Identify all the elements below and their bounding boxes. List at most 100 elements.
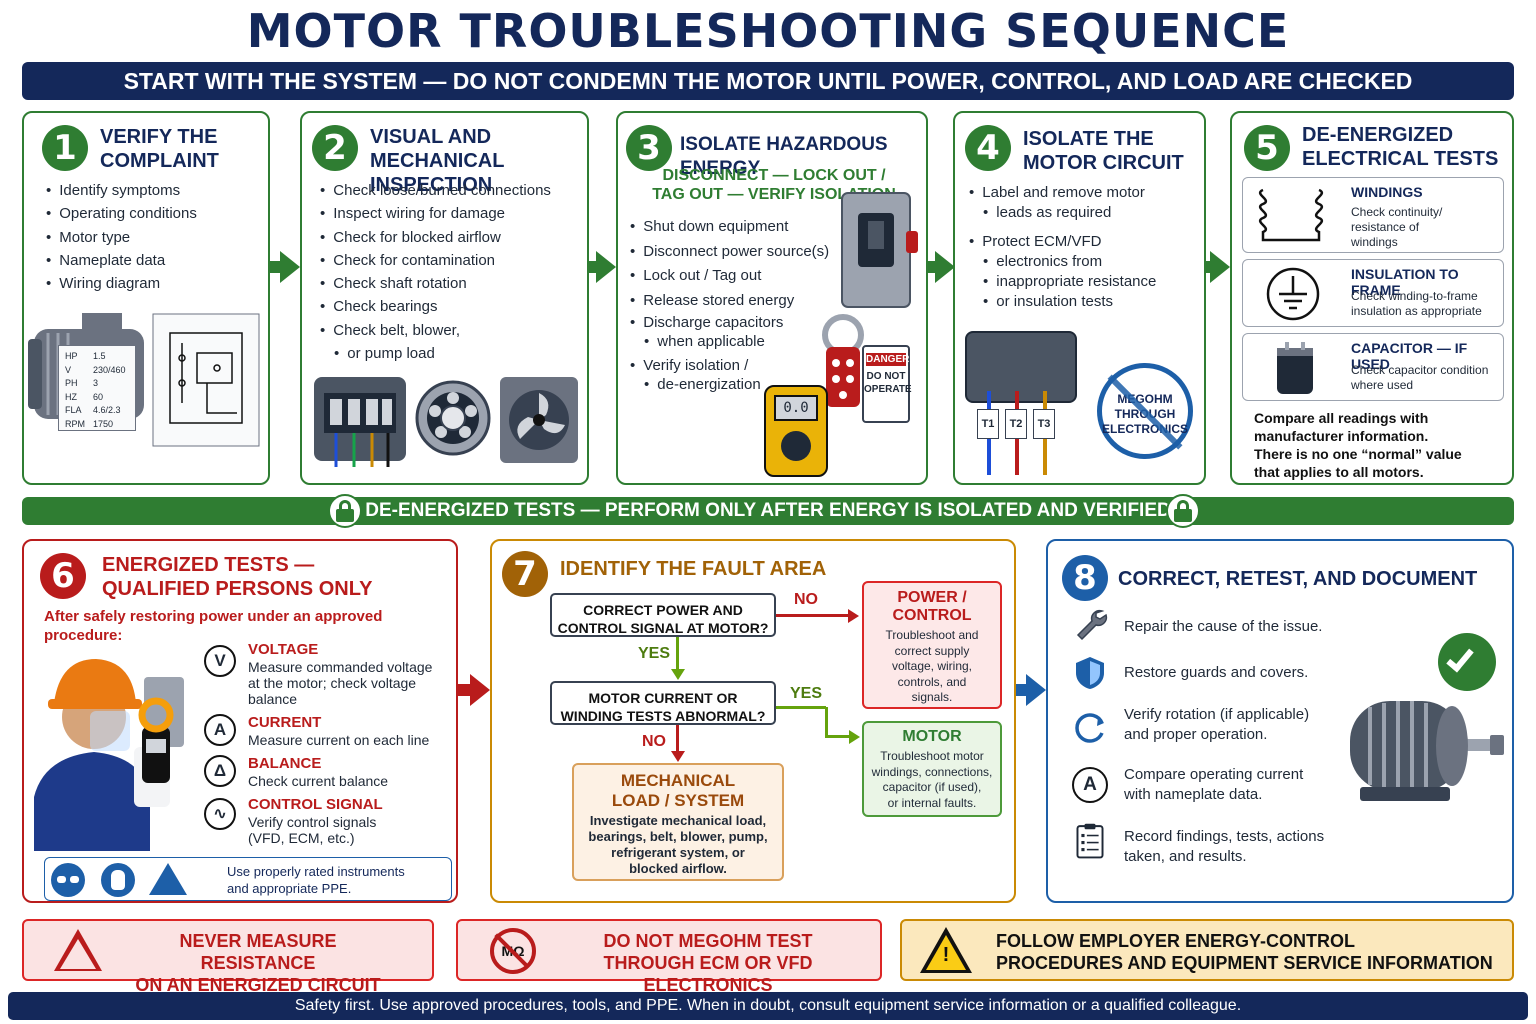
step-6-card: 6 ENERGIZED TESTS — QUALIFIED PERSONS ON… bbox=[22, 539, 458, 903]
result-text-line: Troubleshoot and bbox=[885, 628, 979, 642]
test-heading: WINDINGS bbox=[1351, 184, 1423, 200]
step-3-subtitle-line2: TAG OUT — VERIFY ISOLATION bbox=[652, 186, 896, 203]
step-5-card: 5 DE-ENERGIZED ELECTRICAL TESTS WINDINGS… bbox=[1230, 111, 1514, 485]
delta-icon: Δ bbox=[204, 755, 236, 787]
test-text-line: Measure current on each line bbox=[248, 732, 430, 748]
bearing-illustration bbox=[415, 380, 491, 456]
note-line: Compare all readings with bbox=[1254, 410, 1429, 426]
step-5-title-line1: DE-ENERGIZED bbox=[1302, 124, 1454, 146]
result-text-line: Troubleshoot motor bbox=[880, 749, 984, 763]
list-item: Motor type bbox=[46, 226, 197, 249]
step-4-title-line2: MOTOR CIRCUIT bbox=[1023, 152, 1184, 174]
test-capacitor: CAPACITOR — IF USED Check capacitor cond… bbox=[1242, 333, 1504, 401]
list-item: or pump load bbox=[320, 342, 551, 365]
test-text-line: where used bbox=[1351, 378, 1414, 392]
ppe-text-line: Use properly rated instruments bbox=[227, 864, 405, 879]
step-8-item-line: Compare operating current bbox=[1124, 766, 1304, 783]
step-arrow-head bbox=[1026, 674, 1046, 706]
label-yes: YES bbox=[638, 645, 671, 662]
step-3-subtitle: DISCONNECT — LOCK OUT / TAG OUT — VERIFY… bbox=[618, 166, 930, 204]
no-megohm-line: MEGOHM bbox=[1117, 392, 1173, 406]
step-1-number: 1 bbox=[42, 125, 88, 171]
lockout-hasp-illustration bbox=[822, 314, 864, 407]
step-8-number: 8 bbox=[1062, 555, 1108, 601]
nameplate-value: 1.5 bbox=[93, 351, 106, 361]
list-item: Label and remove motor bbox=[969, 183, 1156, 203]
step-4-number: 4 bbox=[965, 125, 1011, 171]
caution-icon-inner bbox=[926, 935, 966, 970]
rotate-icon bbox=[1075, 713, 1104, 743]
list-item: Check bearings bbox=[320, 295, 551, 318]
blower-fan-illustration bbox=[500, 377, 578, 463]
test-text: Verify control signals (VFD, ECM, etc.) bbox=[248, 814, 376, 846]
test-text-line: windings bbox=[1351, 235, 1398, 249]
danger-tag-line: DO NOT bbox=[866, 371, 906, 382]
caution-exclamation: ! bbox=[942, 944, 950, 966]
no-megohm-line: ELECTRONICS bbox=[1102, 422, 1189, 436]
test-text-line: Check capacitor condition bbox=[1351, 363, 1489, 377]
step-3-title: ISOLATE HAZARDOUS ENERGY bbox=[680, 134, 888, 179]
test-text-line: Check continuity/ bbox=[1351, 205, 1443, 219]
coil-icon bbox=[1258, 188, 1324, 242]
list-item: Wiring diagram bbox=[46, 272, 197, 295]
step-6-number: 6 bbox=[40, 553, 86, 599]
list-item: inappropriate resistance bbox=[969, 272, 1156, 292]
step-arrow-head bbox=[935, 251, 955, 283]
result-text: Investigate mechanical load, bearings, b… bbox=[574, 813, 782, 877]
step-5-number: 5 bbox=[1244, 125, 1290, 171]
label-no: NO bbox=[794, 591, 818, 608]
terminal-block-illustration bbox=[314, 377, 406, 467]
note-line: that applies to all motors. bbox=[1254, 464, 1424, 480]
test-text-line: Verify control signals bbox=[248, 814, 377, 830]
electrical-warning-icon-inner bbox=[60, 939, 96, 969]
list-item: when applicable bbox=[630, 332, 829, 351]
wrench-icon bbox=[1076, 609, 1108, 641]
step-4-title: ISOLATE THE MOTOR CIRCUIT bbox=[1023, 127, 1184, 175]
footer: Safety first. Use approved procedures, t… bbox=[8, 992, 1528, 1020]
decision-text-line: WINDING TESTS ABNORMAL? bbox=[560, 708, 766, 724]
ppe-text-line: and appropriate PPE. bbox=[227, 881, 352, 896]
step-arrow bbox=[270, 261, 282, 273]
lead-tag: T3 bbox=[1033, 409, 1055, 439]
step-8-card: 8 CORRECT, RETEST, AND DOCUMENT Repair t… bbox=[1046, 539, 1514, 903]
connector-yes-right bbox=[776, 706, 826, 709]
list-item: Protect ECM/VFD bbox=[969, 232, 1156, 252]
warning-megohm: MΩ DO NOT MEGOHM TEST THROUGH ECM OR VFD… bbox=[456, 919, 882, 995]
decision-text-line: MOTOR CURRENT OR bbox=[588, 690, 738, 706]
warning-text-line: DO NOT MEGOHM TEST bbox=[603, 931, 813, 951]
test-text: Check winding-to-frame insulation as app… bbox=[1351, 289, 1482, 319]
test-text-line: Check current balance bbox=[248, 773, 389, 789]
step-5-note: Compare all readings with manufacturer i… bbox=[1254, 409, 1462, 481]
result-heading: POWER / bbox=[897, 589, 967, 606]
meter-display: 0.0 bbox=[774, 395, 818, 421]
nameplate-label: V bbox=[65, 364, 72, 375]
step-8-item: Compare operating current with nameplate… bbox=[1124, 765, 1303, 805]
step-2-list: Check loose/burned connections Inspect w… bbox=[320, 179, 551, 365]
ground-icon bbox=[1266, 267, 1320, 321]
separator-text: DE-ENERGIZED TESTS — PERFORM ONLY AFTER … bbox=[365, 500, 1171, 521]
intro-line: procedure: bbox=[44, 627, 123, 644]
danger-tag-line: OPERATE bbox=[864, 384, 912, 395]
step-3-number: 3 bbox=[626, 125, 672, 171]
result-heading: MECHANICAL bbox=[620, 771, 736, 790]
danger-tag-header: DANGER bbox=[866, 353, 910, 366]
page-title: MOTOR TROUBLESHOOTING SEQUENCE bbox=[246, 4, 1290, 58]
test-text: Check continuity/ resistance of windings bbox=[1351, 205, 1442, 250]
test-heading: CAPACITOR — IF USED bbox=[1351, 340, 1468, 372]
capacitor-icon bbox=[1277, 342, 1313, 394]
result-text-line: or internal faults. bbox=[887, 795, 977, 810]
list-item: Check belt, blower, bbox=[320, 319, 551, 342]
connector-arrowhead bbox=[849, 730, 860, 744]
step-6-intro: After safely restoring power under an ap… bbox=[44, 607, 382, 645]
warning-text-line: NEVER MEASURE RESISTANCE bbox=[179, 931, 337, 973]
wiring-diagram-illustration bbox=[152, 313, 260, 447]
step-5-title-line2: ELECTRICAL TESTS bbox=[1302, 148, 1499, 170]
connector-no-down bbox=[676, 725, 679, 753]
step-8-item: Repair the cause of the issue. bbox=[1124, 618, 1323, 635]
list-item: or insulation tests bbox=[969, 292, 1156, 312]
result-text-line: capacitor (if used), bbox=[882, 780, 982, 794]
test-text-line: insulation as appropriate bbox=[1351, 304, 1482, 318]
safety-glasses-icon bbox=[51, 863, 85, 897]
connector-arrowhead bbox=[671, 669, 685, 680]
